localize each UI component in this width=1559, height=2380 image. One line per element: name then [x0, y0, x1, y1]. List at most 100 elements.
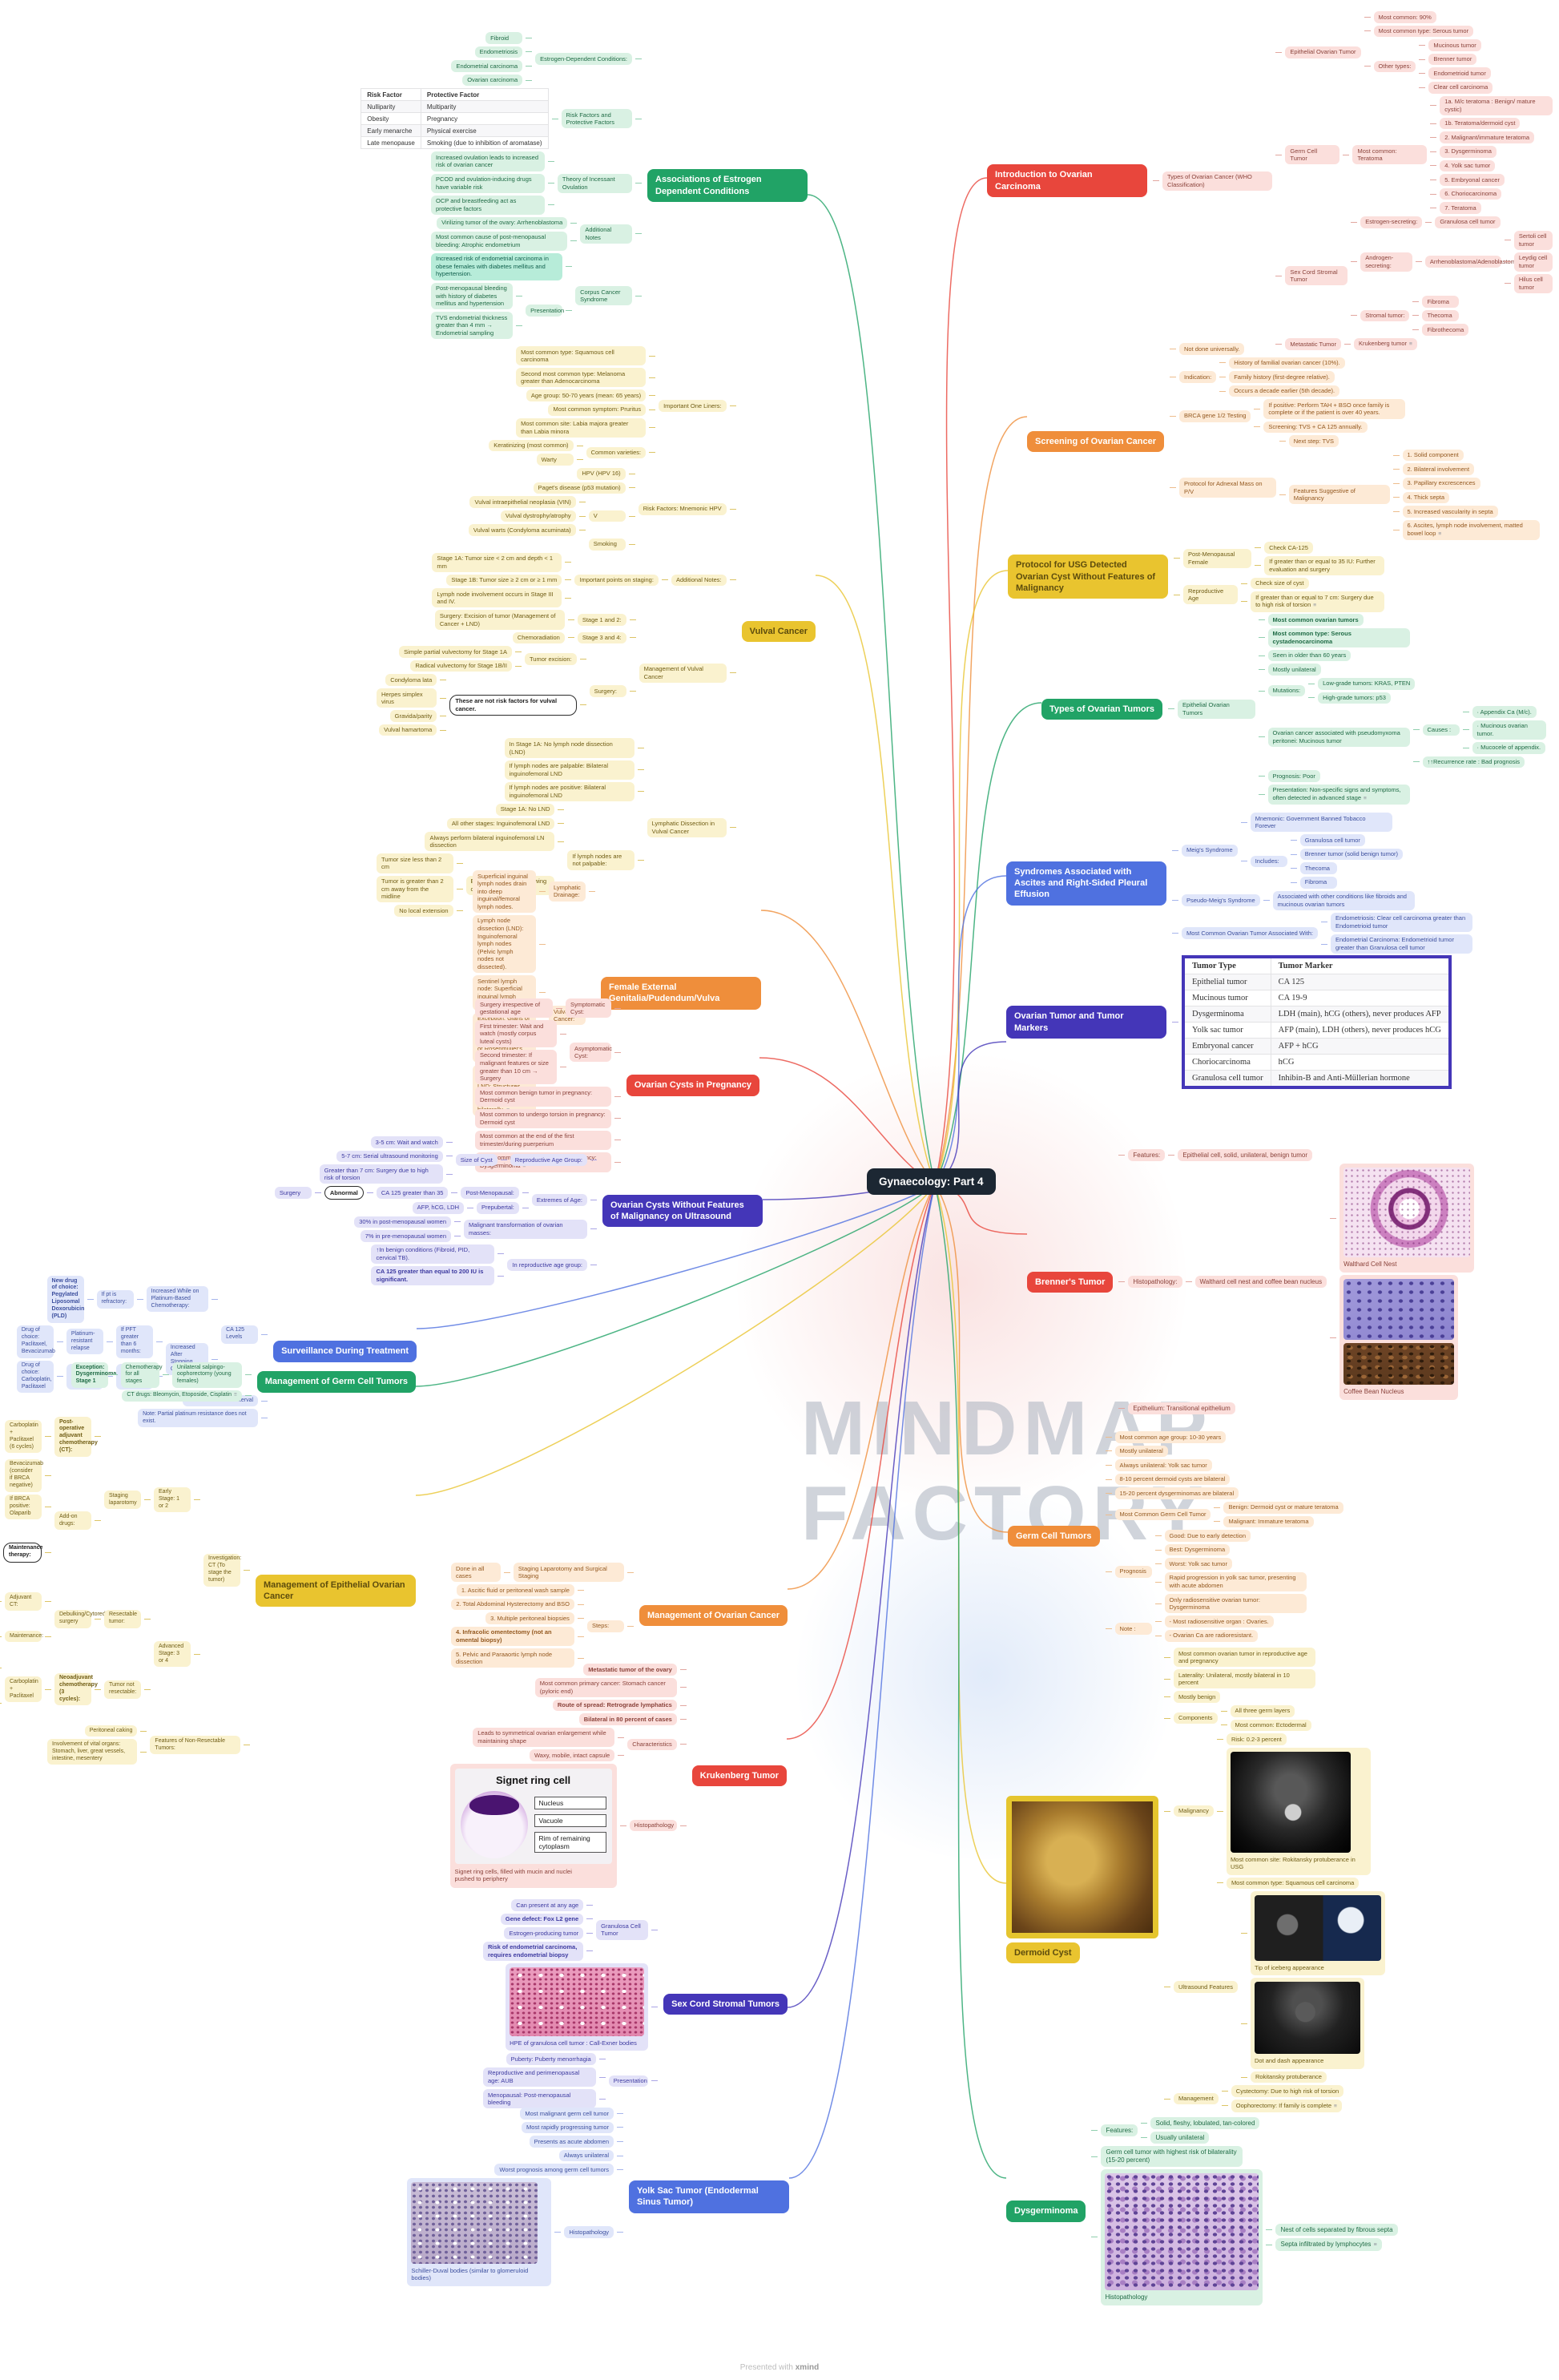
mindmap-node[interactable]: Mostly unilateral	[1114, 1445, 1168, 1458]
mindmap-node[interactable]: 5-7 cm: Serial ultrasound monitoring	[336, 1150, 443, 1163]
mindmap-node[interactable]: Causes :	[1422, 724, 1460, 736]
mindmap-node[interactable]: ↑In benign conditions (Fibroid, PID, cer…	[371, 1244, 495, 1264]
mindmap-node[interactable]: Staging Laparotomy and Surgical Staging	[513, 1563, 624, 1583]
mindmap-node[interactable]: Greater than 7 cm: Surgery due to high r…	[319, 1164, 443, 1184]
mindmap-node[interactable]: Puberty: Puberty menorrhagia	[506, 2053, 596, 2065]
mindmap-node[interactable]: Endometrial carcinoma	[451, 60, 523, 72]
mindmap-node[interactable]: 3. Papillary excrescences	[1402, 477, 1480, 490]
mindmap-node[interactable]: Unilateral salpingo-oophorectomy (young …	[171, 1362, 242, 1388]
mindmap-node[interactable]: Types of Ovarian Cancer (WHO Classificat…	[1162, 171, 1273, 191]
mindmap-node[interactable]: Epithelial cell, solid, unilateral, beni…	[1178, 1149, 1313, 1162]
branch-root[interactable]: Surveillance During Treatment	[273, 1341, 417, 1362]
mindmap-node[interactable]: Bilateral in 80 percent of cases	[578, 1713, 677, 1725]
mindmap-node[interactable]: Lymphatic Drainage:	[549, 881, 586, 902]
mindmap-node[interactable]: Granulosa Cell Tumor	[596, 1920, 649, 1940]
branch-root[interactable]: Ovarian Cysts in Pregnancy	[626, 1075, 759, 1096]
mindmap-node[interactable]: All three germ layers	[1230, 1704, 1295, 1717]
mindmap-node[interactable]: Most common type: Squamous cell carcinom…	[516, 346, 647, 366]
mindmap-node[interactable]: Route of spread: Retrograde lymphatics	[552, 1699, 677, 1712]
mindmap-node[interactable]: Mutations:	[1267, 684, 1306, 697]
mindmap-node[interactable]: Most common type: Serous cystadenocarcin…	[1267, 627, 1410, 647]
note-icon[interactable]: ≡	[1364, 795, 1367, 801]
mindmap-node[interactable]: Most common: Teratoma	[1352, 145, 1428, 165]
branch-root[interactable]: Germ Cell Tumors	[1008, 1526, 1100, 1547]
mindmap-node[interactable]: 1a. M/c teratoma : Benign/ mature cystic…	[1440, 95, 1553, 115]
mindmap-node[interactable]: Usually unilateral	[1150, 2132, 1210, 2144]
mindmap-node[interactable]: Presentation	[608, 2075, 649, 2088]
mindmap-node[interactable]: Most common: Ectodermal	[1230, 1719, 1311, 1732]
mindmap-node[interactable]: 5. Embryonal cancer	[1440, 174, 1505, 186]
mindmap-node[interactable]: Protocol for Adnexal Mass on P/V	[1179, 478, 1276, 498]
mindmap-node[interactable]: Post-Menopausal:	[461, 1187, 519, 1199]
mindmap-node[interactable]: Worst: Yolk sac tumor	[1164, 1558, 1232, 1570]
mindmap-node[interactable]: Simple partial vulvectomy for Stage 1A	[399, 646, 512, 658]
mindmap-node[interactable]: Check size of cyst	[1251, 577, 1309, 590]
mindmap-node[interactable]: Corpus Cancer Syndrome	[575, 286, 632, 306]
mindmap-node[interactable]: Mnemonic: Government Banned Tobacco Fore…	[1250, 813, 1392, 833]
branch-root[interactable]: Screening of Ovarian Cancer	[1027, 430, 1164, 453]
branch-root[interactable]: Management of Germ Cell Tumors	[256, 1371, 416, 1393]
mindmap-node[interactable]: Symptomatic Cyst:	[566, 998, 611, 1019]
mindmap-node[interactable]: Most common symptom: Pruritus	[548, 403, 647, 416]
mindmap-node[interactable]: These are not risk factors for vulval ca…	[449, 694, 577, 716]
mindmap-node[interactable]: Characteristics	[627, 1738, 677, 1751]
mindmap-node[interactable]: Most Common Ovarian Tumor Associated Wit…	[1182, 927, 1318, 939]
mindmap-node[interactable]: Most malignant germ cell tumor	[520, 2108, 614, 2120]
mindmap-node[interactable]: If greater than or equal to 7 cm: Surger…	[1251, 591, 1384, 612]
image-node[interactable]: Walthard Cell Nest	[1339, 1164, 1475, 1273]
mindmap-node[interactable]: Features Suggestive of Malignancy	[1288, 485, 1390, 505]
mindmap-node[interactable]: Herpes simplex virus	[377, 688, 437, 708]
mindmap-node[interactable]: Tumor is greater than 2 cm away from the…	[377, 875, 453, 903]
note-icon[interactable]: ≡	[234, 1392, 237, 1398]
mindmap-node[interactable]: Increased ovulation leads to increased r…	[431, 151, 545, 171]
note-icon[interactable]: ≡	[1438, 530, 1442, 537]
mindmap-node[interactable]: Fibroma	[1299, 876, 1337, 889]
mindmap-node[interactable]: Smoking	[588, 538, 626, 551]
image-node[interactable]: HPE of granulosa cell tumor : Call-Exner…	[506, 1962, 649, 2051]
mindmap-node[interactable]: Prognosis: Poor	[1267, 770, 1320, 782]
mindmap-node[interactable]: Risk Factors: Mnemonic HPV	[638, 502, 727, 515]
mindmap-node[interactable]: Ovarian cancer associated with pseudomyx…	[1267, 727, 1410, 747]
mindmap-node[interactable]: Most common ovarian tumor in reproductiv…	[1174, 1648, 1315, 1668]
mindmap-node[interactable]: Gravida/parity	[389, 710, 437, 722]
mindmap-node[interactable]: Extremes of Age:	[531, 1194, 587, 1206]
mindmap-node[interactable]: AFP, hCG, LDH	[412, 1201, 465, 1214]
mindmap-node[interactable]: Surgery:	[589, 685, 626, 697]
mindmap-node[interactable]: 4. Yolk sac tumor	[1440, 159, 1496, 172]
mindmap-node[interactable]: Associated with other conditions like fi…	[1272, 890, 1415, 910]
mindmap-node[interactable]: Surgery	[274, 1187, 312, 1199]
branch-root[interactable]: Ovarian Tumor and Tumor Markers	[1006, 1006, 1166, 1039]
mindmap-node[interactable]: Paget's disease (p53 mutation)	[533, 482, 626, 494]
mindmap-node[interactable]: Lymph node dissection (LND): Inguinofemo…	[473, 914, 536, 974]
mindmap-node[interactable]: Platinum-resistant relapse	[66, 1329, 103, 1355]
mindmap-node[interactable]: Warty	[536, 454, 574, 466]
mindmap-node[interactable]: Neoadjuvant chemotherapy (3 cycles):	[54, 1672, 98, 1706]
mindmap-node[interactable]: Superficial inguinal lymph nodes drain i…	[473, 870, 536, 913]
mindmap-node[interactable]: In Stage 1A: No lymph node dissection (L…	[504, 738, 634, 758]
mindmap-node[interactable]: Walthard cell nest and coffee bean nucle…	[1194, 1276, 1327, 1289]
mindmap-node[interactable]: Clear cell carcinoma	[1428, 81, 1493, 94]
mindmap-node[interactable]: Stage 1A: No LND	[495, 803, 555, 816]
branch-root[interactable]: Management of Epithelial Ovarian Cancer	[256, 1574, 416, 1608]
mindmap-node[interactable]: Most common age group: 10-30 years	[1114, 1431, 1227, 1443]
mindmap-node[interactable]: Note :	[1114, 1623, 1152, 1635]
mindmap-node[interactable]: Check CA-125	[1264, 542, 1313, 554]
mindmap-node[interactable]: Mostly unilateral	[1267, 664, 1321, 676]
mindmap-node[interactable]: Sertoli cell tumor	[1513, 230, 1553, 250]
mindmap-node[interactable]: Theory of Incessant Ovulation	[557, 173, 632, 193]
mindmap-node[interactable]: Additional Notes:	[671, 574, 727, 587]
mindmap-node[interactable]: Metastatic tumor of the ovary	[583, 1664, 677, 1676]
mindmap-node[interactable]: Risk: 0.2-3 percent	[1226, 1733, 1287, 1745]
mindmap-node[interactable]: Solid, fleshy, lobulated, tan-colored	[1150, 2117, 1260, 2130]
mindmap-node[interactable]: If greater than or equal to 35 IU: Furth…	[1264, 555, 1384, 575]
mindmap-node[interactable]: 6. Choriocarcinoma	[1440, 188, 1502, 200]
branch-root[interactable]: Management of Ovarian Cancer	[639, 1604, 788, 1626]
mindmap-node[interactable]: Lymph node involvement occurs in Stage I…	[432, 588, 562, 608]
mindmap-node[interactable]: Brenner tumor	[1428, 53, 1477, 66]
mindmap-node[interactable]: Mostly benign	[1174, 1691, 1221, 1703]
mindmap-node[interactable]: Fibroma	[1422, 296, 1460, 308]
mindmap-node[interactable]: 1. Ascitic fluid or peritoneal wash samp…	[456, 1584, 574, 1596]
mindmap-node[interactable]: Post-operative adjuvant chemotherapy (CT…	[54, 1417, 98, 1457]
mindmap-node[interactable]: Most common to undergo torsion in pregna…	[475, 1108, 611, 1128]
branch-root[interactable]: Vulval Cancer	[741, 620, 816, 643]
